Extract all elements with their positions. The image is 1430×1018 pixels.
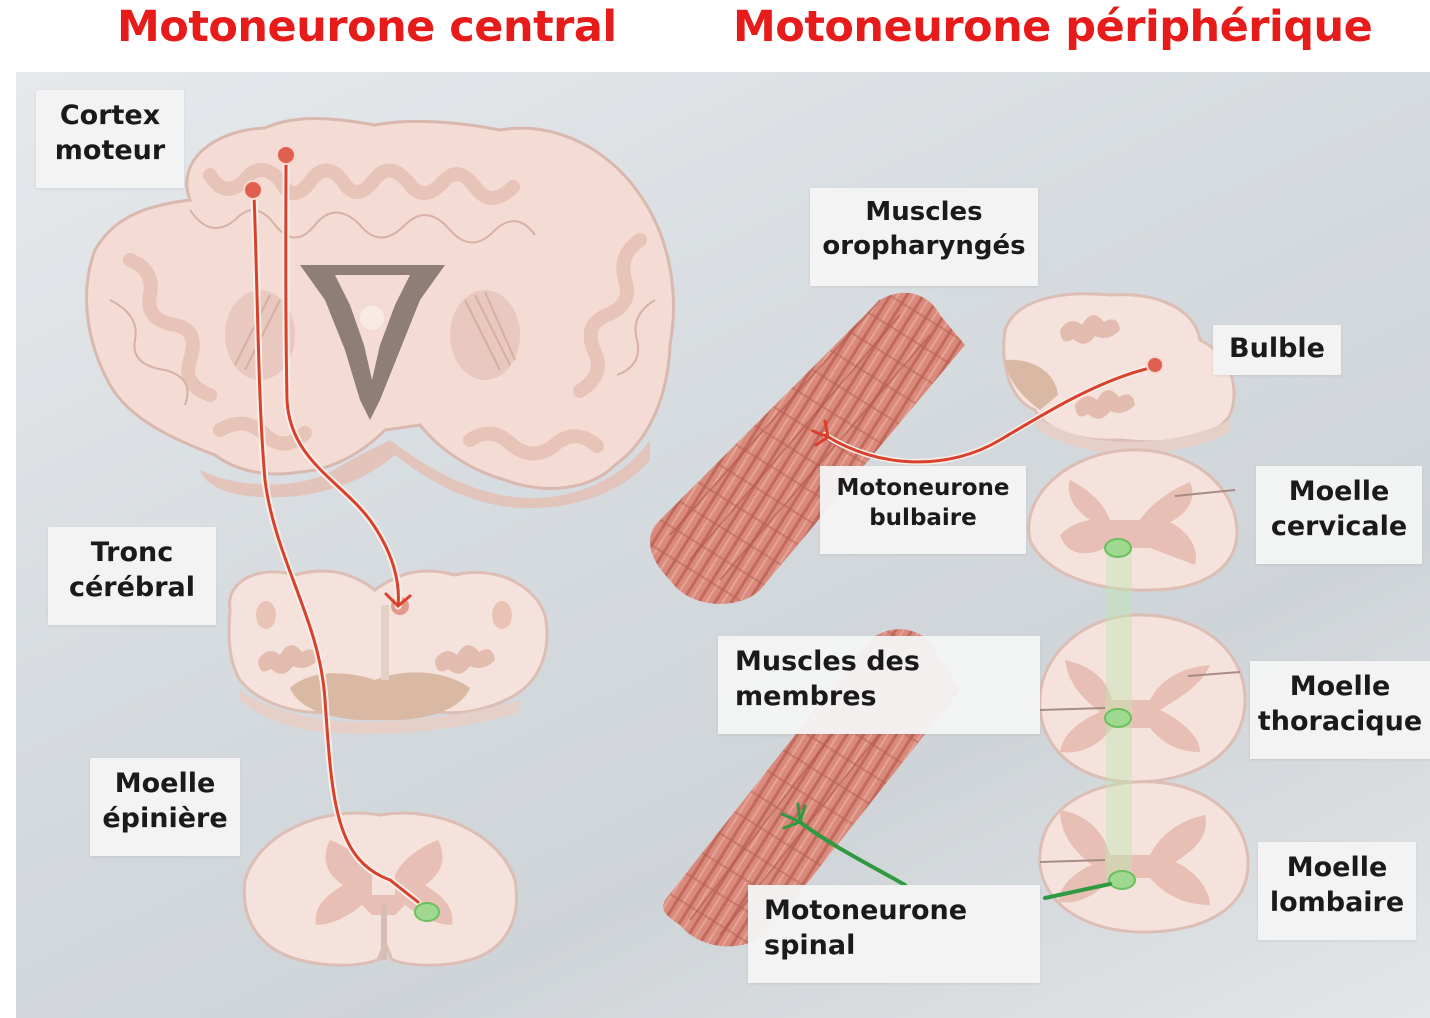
lumbar-cord-section bbox=[1040, 782, 1248, 932]
label-bulbe: Bulble bbox=[1213, 325, 1341, 375]
oropharyngeal-muscle-bundle bbox=[650, 293, 965, 604]
cervical-cord-section bbox=[1029, 450, 1237, 590]
spinal-cord-section bbox=[244, 813, 516, 965]
thoracic-cord-section bbox=[1040, 615, 1245, 782]
medulla-section bbox=[1004, 294, 1234, 454]
